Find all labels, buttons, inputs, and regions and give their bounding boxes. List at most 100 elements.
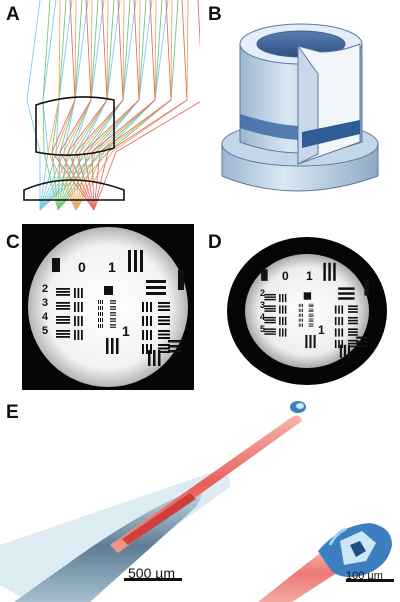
target-bar [148,350,151,366]
target-bar [142,330,144,340]
target-bar [110,300,116,301]
light-ray [39,0,57,211]
target-bar [264,316,276,319]
distal-lens-tip [290,401,306,413]
light-ray [63,0,93,211]
target-bar [308,309,314,311]
target-bar [81,316,83,326]
target-bar [56,322,70,324]
target-bar [102,312,103,316]
target-bar [142,302,144,312]
target-bar [339,344,342,358]
target-bar [56,316,70,318]
target-bar [142,316,144,326]
light-ray [93,0,172,211]
target-bar [111,338,114,354]
target-bar [308,313,314,315]
target-bar [100,318,101,322]
target-bar [341,328,344,337]
target-bar [348,334,358,336]
target-bar [77,316,80,326]
target-bar [56,302,70,304]
target-bar [308,319,314,321]
group-number-2: 2 [42,283,48,295]
target-bar [348,328,358,331]
target-bar [56,319,70,321]
target-bar [158,302,170,304]
target-bar [158,316,170,318]
fiber-probe-rendering [0,401,394,602]
target-bar [302,323,303,327]
target-bar [300,313,302,317]
target-bar [348,339,358,342]
target-bar [110,303,116,304]
target-bar [364,279,370,296]
target-bar [110,325,116,327]
target-bar [356,340,368,343]
target-bar [158,330,170,332]
target-bar [341,305,344,314]
target-bar [110,306,116,307]
target-bar [279,328,281,337]
target-bar [52,258,60,272]
target-bar [334,339,337,349]
target-bar [74,288,76,298]
target-bar [158,309,170,311]
light-ray [51,0,95,211]
target-bar [110,324,116,325]
target-bar [158,323,170,325]
target-bar [146,316,148,326]
group-number-0: 0 [78,259,86,275]
target-bar [56,305,70,307]
light-ray [71,0,109,211]
target-bar [153,350,156,366]
target-bar [98,300,99,304]
target-bar [279,316,281,326]
target-bar [140,250,143,272]
group-number-1: 1 [108,259,116,275]
target-bar [308,324,314,326]
target-bar [298,318,300,322]
target-bar [264,321,276,324]
target-bar [100,324,101,328]
target-bar [298,313,300,317]
target-bar [110,301,116,303]
target-bar [348,311,358,313]
target-bar [81,288,83,298]
light-ray [75,0,125,211]
target-bar [110,327,116,328]
target-bar [158,344,170,346]
group-number-4: 4 [42,311,49,323]
target-bar [348,342,358,345]
group-number-3: 3 [260,300,265,310]
target-bar [264,328,276,330]
ray-trace-diagram [23,0,200,211]
target-bar [134,250,137,272]
target-bar [98,312,99,316]
light-ray [39,0,153,211]
scale-bar-500um [124,578,182,581]
target-bar [302,313,303,317]
target-bar [313,334,316,349]
target-bar [81,302,83,312]
target-bar [146,344,148,354]
target-bar [323,262,326,281]
target-bar [264,307,276,310]
target-bar [338,339,340,349]
target-bar [158,347,170,350]
target-bar [338,328,340,337]
target-bar [341,316,344,326]
target-bar [334,328,337,337]
scale-bar-100um [346,579,394,582]
target-bar [264,310,276,312]
target-bar [158,319,170,322]
lens-holder-cutaway [221,23,379,192]
target-bar [338,297,355,300]
target-bar [150,330,152,340]
target-bar [100,300,101,304]
target-bar [300,318,302,322]
target-bar [56,308,70,310]
target-bar [264,305,276,307]
target-bar [284,305,287,314]
group-number-5: 5 [260,324,265,334]
